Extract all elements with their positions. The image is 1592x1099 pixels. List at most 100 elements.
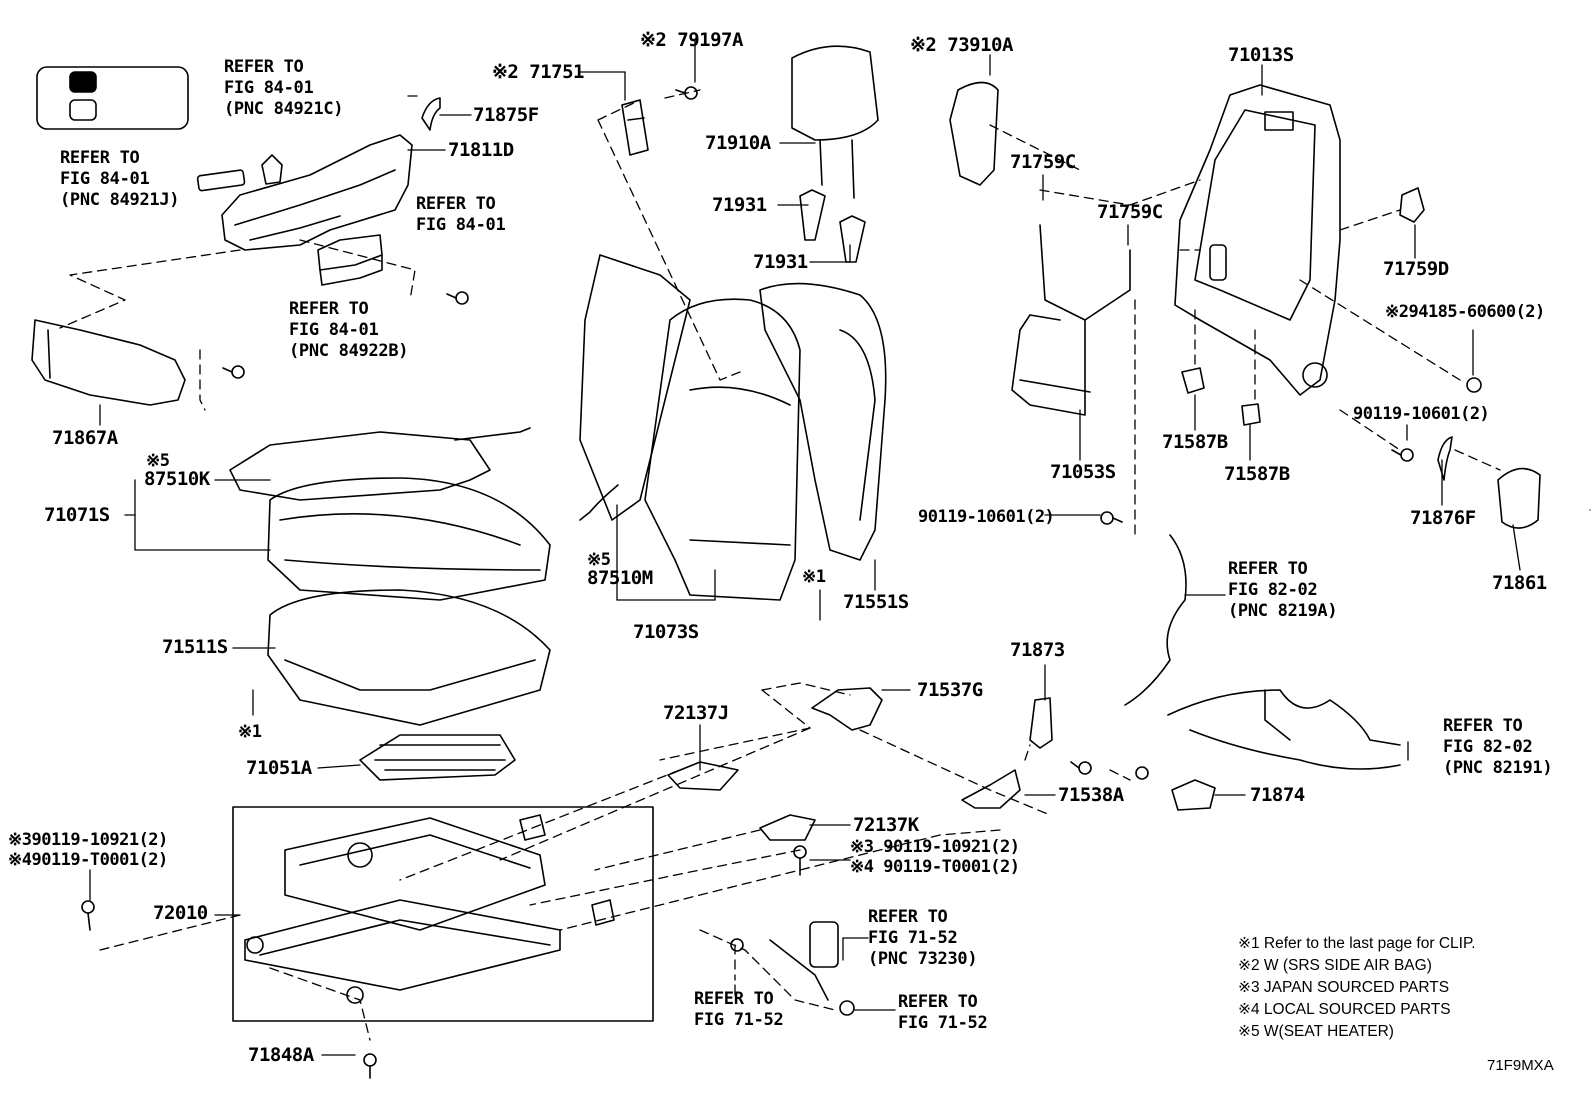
part-71053S-lumbar (1011, 224, 1131, 416)
label-left-japan-bolt: ※390119-10921(2) (8, 830, 168, 850)
part-72137J (667, 761, 739, 791)
label-71848A: 71848A (248, 1044, 314, 1066)
mark-87510K: ※5 (146, 451, 170, 471)
part-72010-box (232, 806, 654, 1022)
label-71811D: 71811D (448, 139, 514, 161)
label-71874: 71874 (1250, 784, 1305, 806)
note-3: ※3 JAPAN SOURCED PARTS (1238, 979, 1450, 996)
label-71053S: 71053S (1050, 461, 1116, 483)
label-87510K: 87510K (144, 468, 210, 490)
label-left-local-bolt: ※490119-T0001(2) (8, 850, 168, 870)
part-71537G (811, 687, 883, 731)
label-71751: ※2 71751 (492, 61, 585, 83)
mark-1-seat: ※1 (238, 722, 262, 742)
label-japan-bolt: ※3 90119-10921(2) (850, 837, 1020, 857)
part-71051A-spring (359, 734, 516, 781)
label-71587B-a: 71587B (1162, 431, 1228, 453)
label-71051A: 71051A (246, 757, 312, 779)
part-73230-buckle (769, 921, 839, 1001)
part-71587B-a (1181, 367, 1205, 394)
label-71910A: 71910A (705, 132, 771, 154)
part-84922B-switch (317, 234, 383, 286)
part-71013S-frame (1174, 84, 1341, 396)
part-84921J-switch (196, 169, 246, 192)
note-5: ※5 W(SEAT HEATER) (1238, 1023, 1394, 1040)
part-71511S-cushion-pad (267, 589, 551, 726)
label-71538A: 71538A (1058, 784, 1124, 806)
part-71071S-cushion-cover (267, 477, 551, 601)
part-71867A (31, 319, 186, 406)
label-local-bolt: ※4 90119-T0001(2) (850, 857, 1020, 877)
label-79197A: ※2 79197A (640, 29, 743, 51)
note-4: ※4 LOCAL SOURCED PARTS (1238, 1001, 1451, 1018)
label-71511S: 71511S (162, 636, 228, 658)
label-72010: 72010 (153, 902, 208, 924)
part-71587B-b (1241, 403, 1261, 426)
part-87510M-wire (579, 484, 619, 521)
label-71931-a: 71931 (712, 194, 767, 216)
label-71759C-b: 71759C (1097, 201, 1163, 223)
label-71931-b: 71931 (753, 251, 808, 273)
part-87510K-heater (229, 427, 531, 501)
part-71811D (221, 134, 413, 251)
mark-1-back: ※1 (802, 567, 826, 587)
footnotes: ※1 Refer to the last page for CLIP. ※2 W… (1238, 933, 1476, 1043)
label-71071S: 71071S (44, 504, 110, 526)
label-87510M: 87510M (587, 567, 653, 589)
label-71759C-a: 71759C (1010, 151, 1076, 173)
part-71875F (421, 97, 441, 131)
part-71876F (1437, 436, 1453, 481)
part-71874 (1171, 779, 1216, 811)
label-71587B-b: 71587B (1224, 463, 1290, 485)
note-1: ※1 Refer to the last page for CLIP. (1238, 935, 1476, 952)
label-71551S: 71551S (843, 591, 909, 613)
label-73910A: ※2 73910A (910, 34, 1013, 56)
part-72137K (759, 814, 816, 841)
part-71538A (961, 769, 1021, 809)
wire-harnesses (1124, 534, 1401, 770)
part-84921C-knob (261, 154, 283, 185)
part-72010-adjuster (244, 817, 561, 1004)
label-71073S: 71073S (633, 621, 699, 643)
label-90119-10601-right: 90119-10601(2) (1353, 404, 1490, 424)
legend-box (36, 66, 189, 130)
connector (519, 814, 615, 926)
figure-code: 71F9MXA (1487, 1057, 1554, 1074)
mark-87510M: ※5 (587, 550, 611, 570)
part-71759D (1399, 187, 1425, 223)
leader-lines (89, 39, 1591, 1056)
label-72137K: 72137K (853, 814, 919, 836)
screws (81, 86, 1482, 1079)
part-71751-bracket (621, 99, 649, 156)
label-71875F: 71875F (473, 104, 539, 126)
part-71873 (1029, 697, 1053, 749)
label-71759D: 71759D (1383, 258, 1449, 280)
part-71931-guides (799, 189, 866, 263)
part-71861-knob (1497, 467, 1541, 529)
part-71910A-headrest (791, 45, 879, 199)
part-71551S-back-pad (759, 282, 887, 561)
label-71873: 71873 (1010, 639, 1065, 661)
label-71537G: 71537G (917, 679, 983, 701)
dashed-guides (59, 89, 1501, 1041)
label-71876F: 71876F (1410, 507, 1476, 529)
label-294185-60600: ※294185-60600(2) (1385, 302, 1545, 322)
label-90119-10601-center: 90119-10601(2) (918, 507, 1055, 527)
label-71013S: 71013S (1228, 44, 1294, 66)
part-73910A-airbag (949, 81, 999, 186)
part-71073S-back-cover (644, 298, 801, 601)
note-2: ※2 W (SRS SIDE AIR BAG) (1238, 957, 1432, 974)
label-71867A: 71867A (52, 427, 118, 449)
part-back-board (579, 254, 691, 521)
label-72137J: 72137J (663, 702, 729, 724)
